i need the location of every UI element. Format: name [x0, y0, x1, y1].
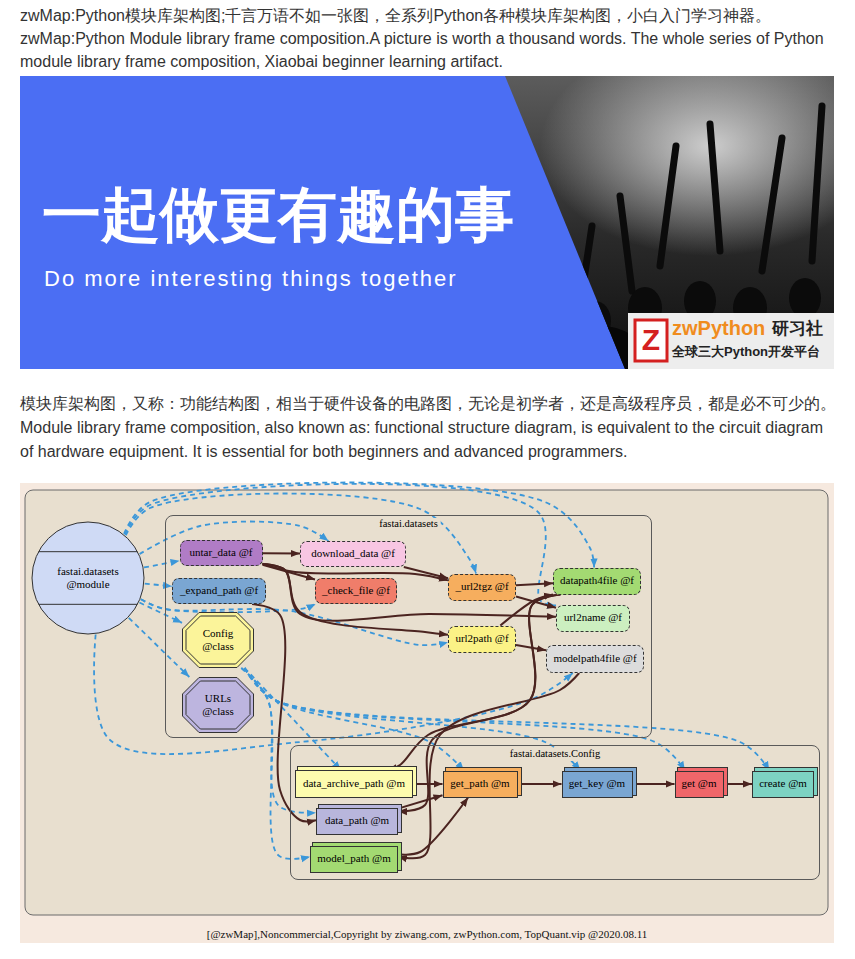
node-label: url2name @f — [564, 611, 622, 624]
connector-layer — [20, 483, 834, 943]
definition-arrow — [245, 668, 685, 771]
node-label: fastai.datasets @module — [43, 565, 133, 591]
node-label: get_key @m — [569, 777, 625, 790]
definition-arrow — [126, 494, 476, 574]
module-chord — [39, 604, 138, 605]
page-subheading: zwMap:Python Module library frame compos… — [20, 27, 838, 73]
function-box: url2name @f — [556, 605, 630, 632]
crowd-photo — [470, 76, 834, 369]
function-box: modelpath4file @f — [546, 645, 644, 673]
function-box: datapath4file @f — [553, 568, 641, 595]
function-box: url2path @f — [448, 626, 516, 653]
logo-tagline: 全球三大Python开发平台 — [672, 343, 820, 361]
method-box: data_archive_path @m — [295, 770, 413, 798]
call-arrow — [518, 783, 562, 785]
node-label: URLs @class — [196, 692, 240, 718]
module-chord — [39, 551, 138, 552]
node-label: _url2tgz @f — [455, 580, 508, 593]
call-arrow — [263, 564, 449, 635]
node-label: modelpath4file @f — [553, 652, 636, 665]
banner-slogan-english: Do more interesting things together — [44, 264, 458, 294]
arm — [620, 196, 632, 291]
method-box: data_path @m — [316, 808, 398, 835]
node-label: data_path @m — [325, 814, 389, 827]
node-label: untar_data @f — [190, 546, 253, 559]
definition-arrow — [139, 603, 182, 623]
method-box: create @m — [752, 771, 814, 798]
intro-paragraph: 模块库架构图，又称：功能结构图，相当于硬件设备的电路图，无论是初学者，还是高级程… — [20, 392, 840, 464]
function-box: untar_data @f — [180, 540, 263, 566]
method-box: get_path @m — [443, 771, 518, 798]
octagon-inner — [186, 616, 250, 664]
call-arrow — [413, 783, 443, 785]
diagram-area: fastai.datasets @module fastai.datasets un… — [20, 483, 834, 943]
head — [579, 301, 611, 341]
arm — [812, 106, 822, 261]
function-box: download_data @f — [300, 541, 406, 567]
call-arrow — [724, 783, 753, 785]
node-label: get @m — [682, 777, 717, 790]
arm — [580, 226, 592, 306]
graph-ground — [25, 490, 828, 915]
banner-slogan: 一起做更有趣的事 — [42, 180, 514, 250]
method-box: get @m — [675, 771, 724, 798]
stage-haze — [540, 76, 834, 256]
class-octagon: Config @class — [182, 612, 254, 668]
arm — [762, 138, 782, 271]
definition-arrow — [125, 484, 556, 606]
raised-arms — [580, 106, 822, 306]
node-label: _check_file @f — [322, 584, 390, 597]
function-box: _expand_path @f — [172, 578, 266, 604]
cluster-title: fastai.datasets.Config — [507, 748, 603, 761]
call-arrow — [263, 564, 557, 621]
call-arrow — [516, 583, 553, 585]
node-label: _expand_path @f — [180, 584, 258, 597]
logo-square — [635, 320, 667, 361]
logo-letter: Z — [635, 320, 667, 360]
module-circle-shape — [32, 522, 144, 634]
arm — [710, 124, 720, 251]
logo-brand-suffix: 研习社 — [772, 318, 823, 340]
octagon-outer — [183, 613, 254, 668]
octagon-outer — [183, 678, 254, 733]
outer-ground — [20, 483, 834, 943]
logo-plate — [628, 313, 834, 369]
definition-arrow — [145, 584, 172, 587]
logo-brand: zwPython — [672, 315, 765, 341]
node-label: data_archive_path @m — [303, 777, 405, 790]
arm — [660, 146, 676, 266]
definition-arrow — [245, 668, 341, 770]
octagon-inner — [186, 681, 250, 729]
node-label: create @m — [759, 777, 807, 790]
node-label: download_data @f — [311, 547, 395, 560]
class-cluster: fastai.datasets.Config data_archive_path … — [290, 745, 820, 880]
method-box: model_path @m — [310, 846, 398, 873]
node-label: Config @class — [196, 627, 240, 653]
head — [789, 278, 821, 318]
node-label: datapath4file @f — [560, 574, 634, 587]
module-circle: fastai.datasets @module — [31, 521, 145, 635]
node-label: get_path @m — [450, 777, 509, 790]
function-box: _url2tgz @f — [448, 574, 516, 601]
call-arrow — [398, 595, 560, 812]
node-label: url2path @f — [455, 632, 508, 645]
call-arrow — [263, 552, 301, 554]
call-arrow — [516, 645, 546, 650]
copyright-caption: [@zwMap],Noncommercial,Copyright by ziwa… — [20, 927, 834, 941]
node-label: model_path @m — [317, 852, 390, 865]
definition-arrow — [129, 618, 190, 677]
cluster-title: fastai.datasets — [376, 518, 441, 531]
function-box: _check_file @f — [315, 578, 397, 604]
class-octagon: URLs @class — [182, 677, 254, 733]
method-box: get_key @m — [562, 771, 633, 798]
definition-arrow — [144, 561, 179, 568]
definition-arrow — [245, 668, 770, 771]
call-arrow — [398, 673, 579, 858]
module-cluster: fastai.datasets untar_data @f download_dat… — [165, 515, 652, 738]
page-heading: zwMap:Python模块库架构图;千言万语不如一张图，全系列Python各种… — [20, 4, 850, 27]
call-arrow — [398, 798, 468, 855]
call-arrow — [633, 783, 675, 785]
